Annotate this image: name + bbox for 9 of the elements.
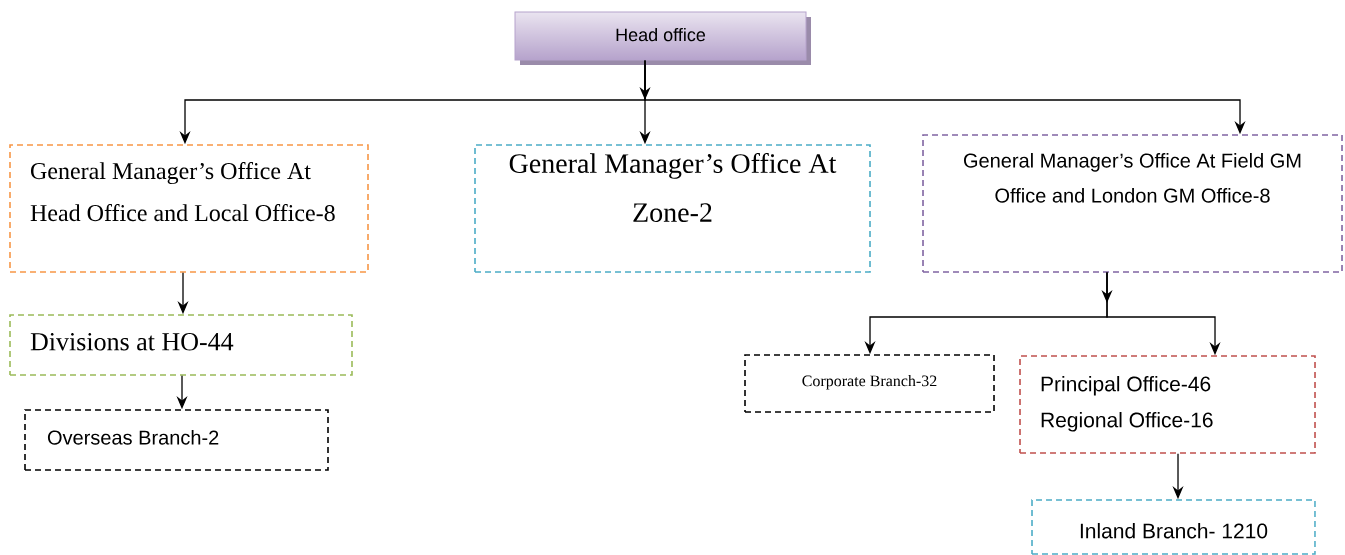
process-box: Divisions at HO-44 [9,314,353,376]
process-box: Overseas Branch-2 [24,409,329,471]
process-box: General Manager’s Office At Field GM Office and London GM Office-8 [922,134,1343,273]
process-box: General Manager’s Office At Zone-2 [474,144,871,273]
process-box: General Manager’s Office At Head Office and Local Office-8 [9,144,369,273]
process-box: Corporate Branch-32 [744,354,995,413]
title-box: Head office [514,11,811,65]
process-box: Principal Office-46 Regional Office-16 [1019,355,1316,454]
process-box: Inland Branch- 1210 [1031,499,1316,555]
